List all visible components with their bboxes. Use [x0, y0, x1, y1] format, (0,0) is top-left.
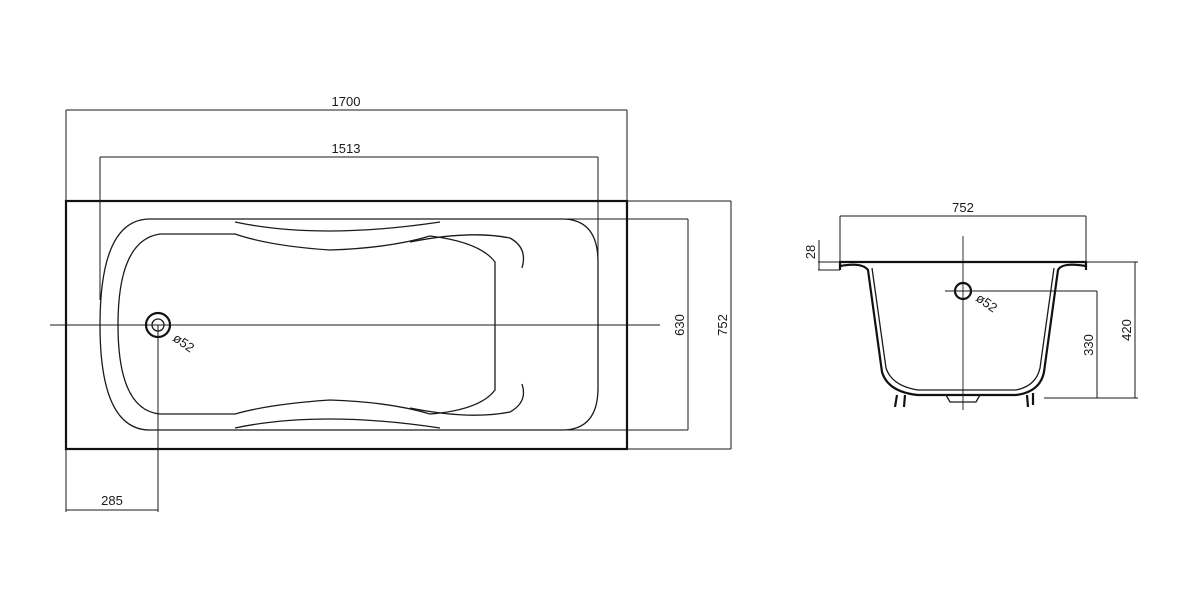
plan-armrest-top [234, 221, 441, 232]
dim-330-label: 330 [1081, 334, 1096, 356]
plan-basin-contour [117, 233, 496, 415]
plan-headrest-bottom [409, 383, 525, 416]
dim-285-label: 285 [101, 493, 123, 508]
dim-630-label: 630 [672, 314, 687, 336]
dim-420-label: 420 [1119, 319, 1134, 341]
dim-1513-label: 1513 [332, 141, 361, 156]
plan-drain-diameter-label: ø52 [170, 330, 197, 355]
plan-view: ø52 1700 1513 630 752 285 [50, 94, 732, 512]
side-foot-right [1025, 394, 1030, 408]
dim-752-plan-label: 752 [715, 314, 730, 336]
dim-1700-label: 1700 [332, 94, 361, 109]
side-tub-body [839, 263, 1087, 397]
plan-headrest-top [409, 234, 525, 269]
plan-inner-basin [99, 218, 599, 431]
dim-28-label: 28 [803, 245, 818, 259]
plan-armrest-bottom [234, 418, 441, 429]
side-view: ø52 752 28 330 420 [803, 200, 1138, 410]
side-foot-left [893, 394, 899, 408]
side-dim-752-label: 752 [952, 200, 974, 215]
side-foot-left-2 [902, 394, 907, 408]
side-drain-diameter-label: ø52 [973, 290, 1000, 315]
side-tub-inner [871, 267, 1055, 391]
